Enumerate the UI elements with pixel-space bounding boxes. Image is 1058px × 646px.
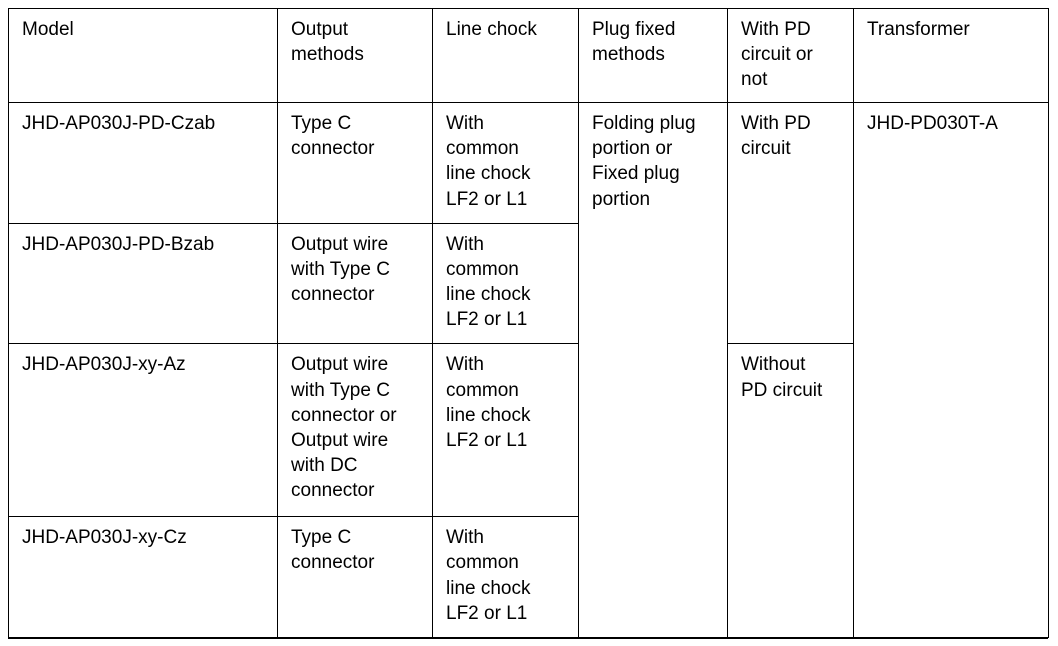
product-specification-table: Model Output methods Line chock Plug fix… xyxy=(8,7,1049,638)
column-header-transformer: Transformer xyxy=(853,7,1049,104)
cell-model: JHD-AP030J-xy-Cz xyxy=(8,516,278,638)
cell-output-methods: Output wire with Type C connector or Out… xyxy=(277,343,433,518)
table-row: JHD-AP030J-PD-Czab Type C connector With… xyxy=(8,102,1049,638)
table-row: JHD-AP030J-xy-Az Output wire with Type C… xyxy=(8,343,1049,638)
cell-line-chock: With common line chock LF2 or L1 xyxy=(432,222,579,345)
cell-transformer: JHD-PD030T-A xyxy=(853,102,1049,638)
table-row: JHD-AP030J-PD-Bzab Output wire with Type… xyxy=(8,222,1049,345)
column-header-line-chock: Line chock xyxy=(432,7,579,104)
cell-plug-fixed-methods: Folding plug portion or Fixed plug porti… xyxy=(578,102,728,638)
cell-pd-circuit: Without PD circuit xyxy=(727,343,854,638)
cell-model: JHD-AP030J-PD-Bzab xyxy=(8,222,278,345)
cell-output-methods: Type C connector xyxy=(277,102,433,224)
cell-model: JHD-AP030J-xy-Az xyxy=(8,343,278,518)
specification-table-container: Model Output methods Line chock Plug fix… xyxy=(8,7,1049,639)
column-header-pd-circuit: With PD circuit or not xyxy=(727,7,854,104)
cell-line-chock: With common line chock LF2 or L1 xyxy=(432,102,579,224)
cell-line-chock: With common line chock LF2 or L1 xyxy=(432,343,579,518)
table-bottom-edge xyxy=(8,637,1048,639)
table-row: JHD-AP030J-xy-Cz Type C connector With c… xyxy=(8,516,1049,638)
cell-pd-circuit: With PD circuit xyxy=(727,102,854,345)
cell-output-methods: Type C connector xyxy=(277,516,433,638)
cell-output-methods: Output wire with Type C connector xyxy=(277,222,433,345)
cell-line-chock: With common line chock LF2 or L1 xyxy=(432,516,579,638)
column-header-model: Model xyxy=(8,7,278,104)
column-header-output-methods: Output methods xyxy=(277,7,433,104)
cell-model: JHD-AP030J-PD-Czab xyxy=(8,102,278,224)
column-header-plug-fixed-methods: Plug fixed methods xyxy=(578,7,728,104)
table-header-row: Model Output methods Line chock Plug fix… xyxy=(8,7,1049,104)
